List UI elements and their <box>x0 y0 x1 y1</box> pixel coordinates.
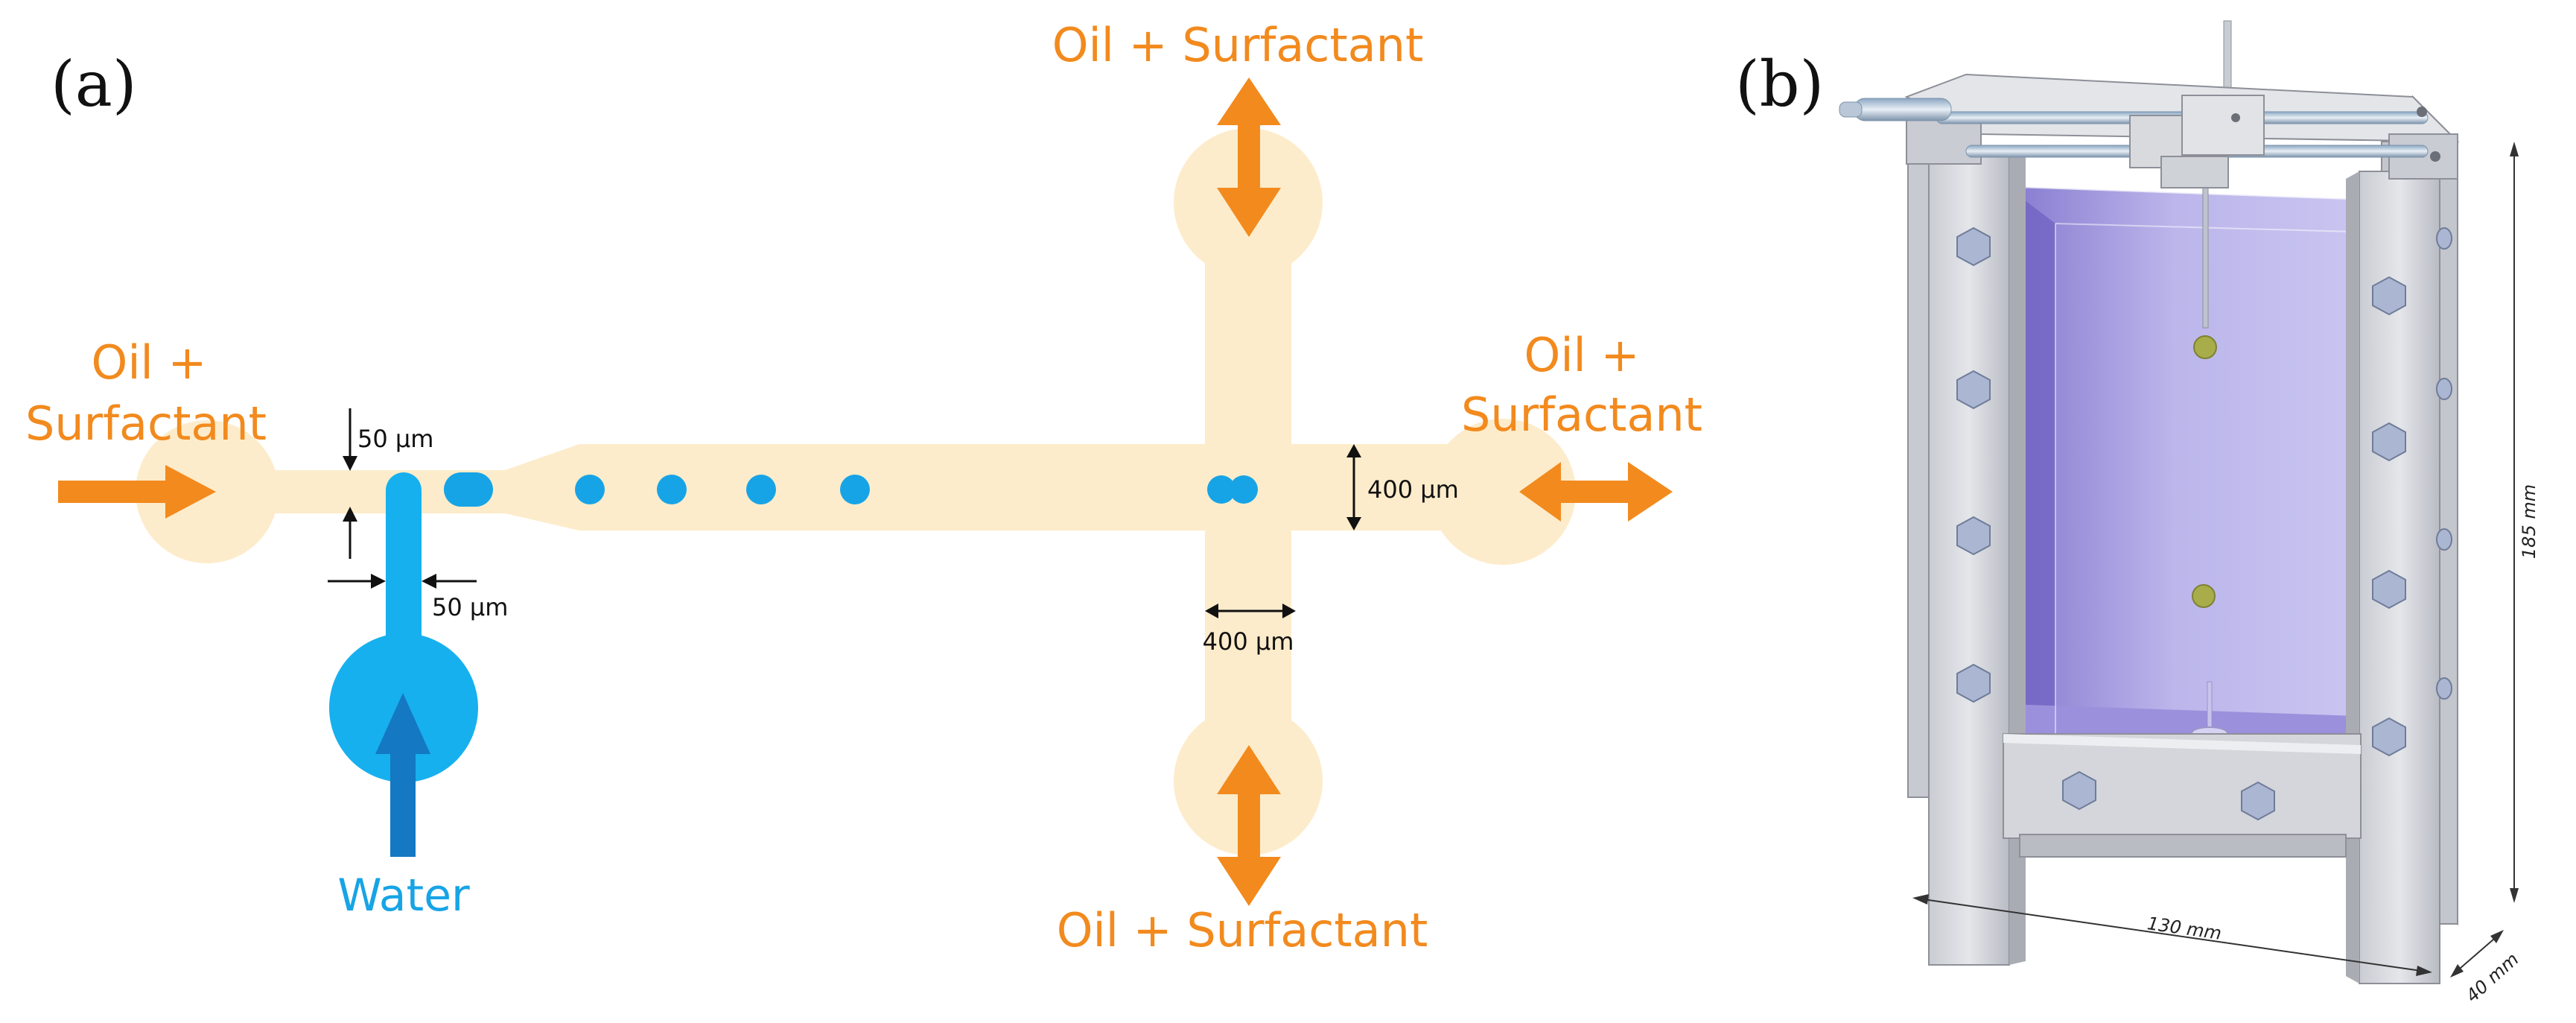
channel-height-dimension: 400 µm <box>1367 475 1459 504</box>
height-dimension: 185 mm <box>2519 484 2540 559</box>
panel-a-label: (a) <box>51 48 137 121</box>
right-outlet-reservoir <box>1430 419 1576 565</box>
water-inlet <box>329 472 478 782</box>
channel-width-dimension: 400 µm <box>1203 627 1294 656</box>
main-channel <box>579 444 1503 530</box>
droplets <box>444 472 1258 507</box>
liquid-tank <box>2006 185 2381 753</box>
nozzle-width-dimension: 50 µm <box>432 593 508 621</box>
bottom-label: Oil + Surfactant <box>1057 903 1428 957</box>
bolts <box>1956 227 2452 821</box>
droplet <box>444 472 493 507</box>
right-outlet-label-line2: Surfactant <box>1461 387 1702 442</box>
bottom-arrow-icon <box>1217 745 1281 906</box>
droplet <box>1230 475 1258 504</box>
left-inlet-arrow-icon <box>58 465 216 519</box>
droplet <box>1207 475 1235 504</box>
panel-b-label: (b) <box>1735 48 1824 121</box>
water-arrow-icon <box>375 693 430 857</box>
width-dimension: 130 mm <box>2146 913 2223 944</box>
left-inlet-label-line1: Oil + <box>92 335 207 390</box>
droplet <box>746 475 776 504</box>
right-outlet-arrow-icon <box>1519 462 1673 522</box>
dimension-markers <box>328 408 1361 618</box>
apparatus-dimensions <box>1912 142 2519 978</box>
particle-top <box>2193 335 2217 359</box>
depth-dimension: 40 mm <box>2462 948 2523 1007</box>
panel-b: (b) <box>1735 20 2540 1007</box>
nozzle-height-dimension: 50 µm <box>357 425 433 453</box>
water-label: Water <box>337 870 470 922</box>
panel-a: (a) Water <box>25 18 1702 957</box>
cell-apparatus-illustration <box>1839 20 2460 984</box>
droplet <box>575 475 605 504</box>
top-label: Oil + Surfactant <box>1052 18 1424 72</box>
right-outlet-label-line1: Oil + <box>1524 328 1640 382</box>
droplet <box>657 475 687 504</box>
top-arrow-icon <box>1217 77 1281 237</box>
droplet <box>840 475 870 504</box>
expansion-section <box>505 444 579 530</box>
particle-bottom <box>2192 584 2216 608</box>
left-inlet-label-line2: Surfactant <box>25 396 267 451</box>
water-nozzle <box>386 472 422 508</box>
